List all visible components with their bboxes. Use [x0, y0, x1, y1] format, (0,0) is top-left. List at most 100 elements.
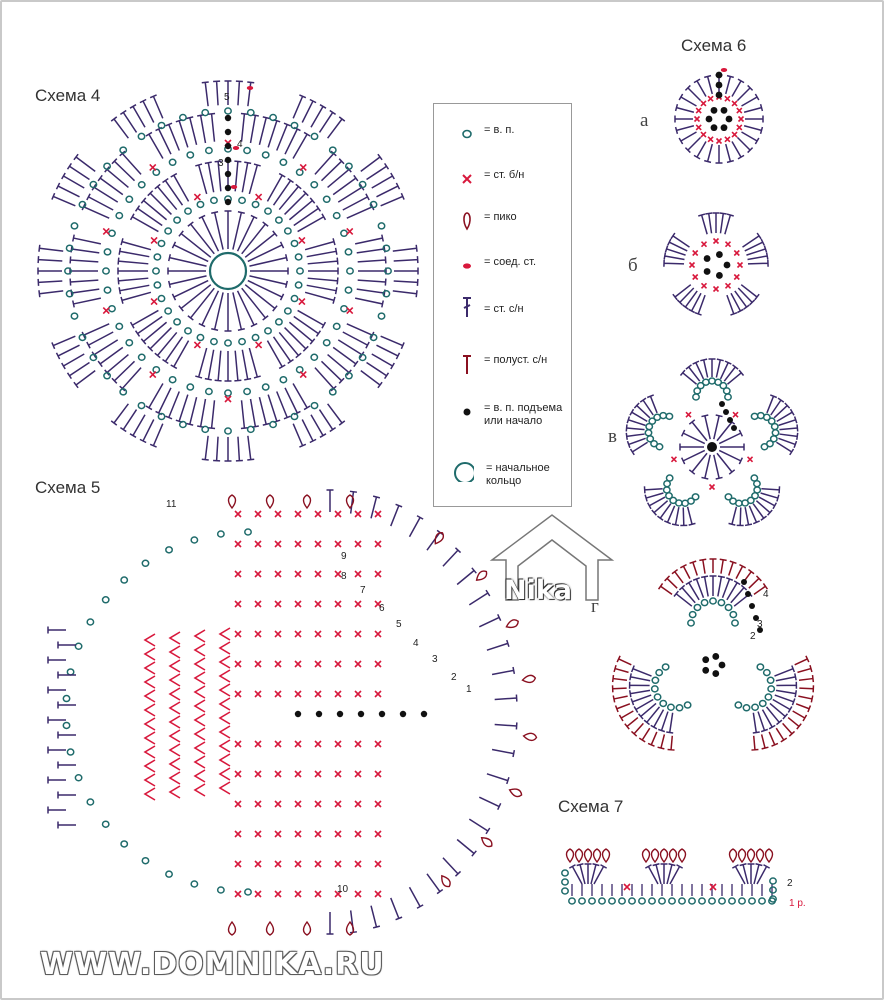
chain-stitch	[344, 372, 353, 380]
single-crochet	[685, 411, 692, 418]
increase-v	[218, 669, 231, 683]
picot	[583, 848, 593, 864]
single-crochet	[334, 830, 342, 838]
single-crochet	[354, 660, 362, 668]
double-crochet	[178, 230, 212, 258]
chain-stitch	[173, 216, 182, 224]
single-crochet	[623, 883, 631, 891]
single-crochet	[102, 306, 110, 315]
double-crochet	[657, 711, 669, 733]
single-crochet	[274, 770, 282, 778]
turning-chain	[703, 268, 711, 275]
chain-stitch	[369, 333, 378, 342]
double-crochet	[47, 806, 66, 814]
single-crochet	[234, 830, 242, 838]
double-crochet	[70, 288, 100, 297]
single-crochet	[334, 890, 342, 898]
double-crochet	[728, 506, 738, 526]
increase-v	[143, 731, 156, 745]
chain-stitch	[238, 196, 246, 205]
double-crochet	[272, 177, 294, 206]
s5-row-number: 4	[413, 638, 419, 649]
single-crochet	[314, 860, 322, 868]
double-crochet	[709, 558, 717, 573]
double-crochet	[297, 213, 327, 233]
s4-row-number: 4	[237, 139, 243, 150]
double-crochet	[47, 626, 66, 634]
double-crochet	[306, 247, 338, 258]
double-crochet	[629, 441, 648, 456]
double-crochet	[119, 409, 138, 433]
double-crochet	[213, 436, 221, 462]
single-crochet	[102, 227, 110, 236]
s5-row-number: 9	[341, 551, 347, 562]
chain-stitch	[196, 333, 205, 342]
double-crochet	[723, 364, 739, 382]
slip-stitch	[720, 68, 728, 72]
turning-chain	[294, 710, 302, 718]
double-crochet	[165, 122, 180, 151]
double-crochet	[669, 864, 684, 885]
double-crochet	[773, 402, 791, 419]
double-crochet	[278, 331, 302, 359]
double-crochet	[657, 734, 666, 750]
double-crochet	[766, 394, 778, 414]
chain-stitch	[108, 229, 116, 238]
scheme6-b-label: б	[628, 255, 638, 276]
single-crochet	[334, 600, 342, 608]
double-crochet	[393, 256, 419, 264]
single-crochet	[708, 483, 716, 491]
legend-item-picot: = пико	[434, 205, 571, 235]
chain-stitch	[290, 121, 299, 130]
turning-chain	[715, 91, 723, 99]
double-crochet	[770, 397, 785, 416]
double-crochet	[478, 796, 502, 811]
double-crochet	[629, 673, 651, 682]
double-crochet	[628, 689, 651, 698]
double-crochet	[768, 731, 779, 747]
double-crochet	[304, 291, 336, 304]
single-crochet	[294, 540, 302, 548]
double-crochet	[284, 190, 309, 215]
chain-stitch	[332, 211, 341, 220]
double-crochet	[676, 287, 695, 306]
chain-stitch	[750, 412, 759, 421]
chain-stitch	[279, 375, 288, 384]
double-crochet	[671, 568, 684, 584]
single-crochet	[374, 770, 382, 778]
chain-stitch	[561, 887, 569, 895]
turning-chain	[357, 710, 365, 718]
chain-stitch	[696, 381, 705, 390]
increase-v	[193, 671, 206, 685]
chain-stitch	[760, 443, 769, 451]
s7-row-label: 2	[787, 878, 793, 889]
chain-stitch	[204, 146, 213, 155]
double-crochet	[625, 432, 645, 440]
double-crochet	[651, 500, 669, 516]
double-crochet	[629, 408, 648, 423]
chain-stitch	[108, 304, 116, 313]
double-crochet	[726, 580, 741, 601]
single-crochet	[294, 630, 302, 638]
chain-stitch	[340, 304, 348, 313]
chain-stitch	[661, 663, 670, 671]
chain-stitch	[152, 267, 160, 275]
double-crochet	[753, 863, 763, 885]
chain-stitch	[724, 493, 733, 501]
turning-chain	[224, 128, 232, 136]
chain-stitch	[665, 474, 674, 482]
chain-stitch	[153, 281, 162, 289]
double-crochet	[774, 665, 796, 677]
double-crochet	[314, 150, 337, 175]
s6g-row-number: 2	[750, 631, 756, 642]
increase-v	[143, 773, 156, 787]
double-crochet	[170, 340, 190, 370]
chain-stitch	[120, 576, 129, 584]
legend-item-slip: = соед. ст.	[434, 250, 571, 280]
double-crochet	[795, 703, 812, 713]
double-crochet	[701, 575, 709, 597]
single-crochet	[354, 830, 362, 838]
double-crochet	[747, 863, 755, 884]
single-crochet	[736, 124, 743, 131]
